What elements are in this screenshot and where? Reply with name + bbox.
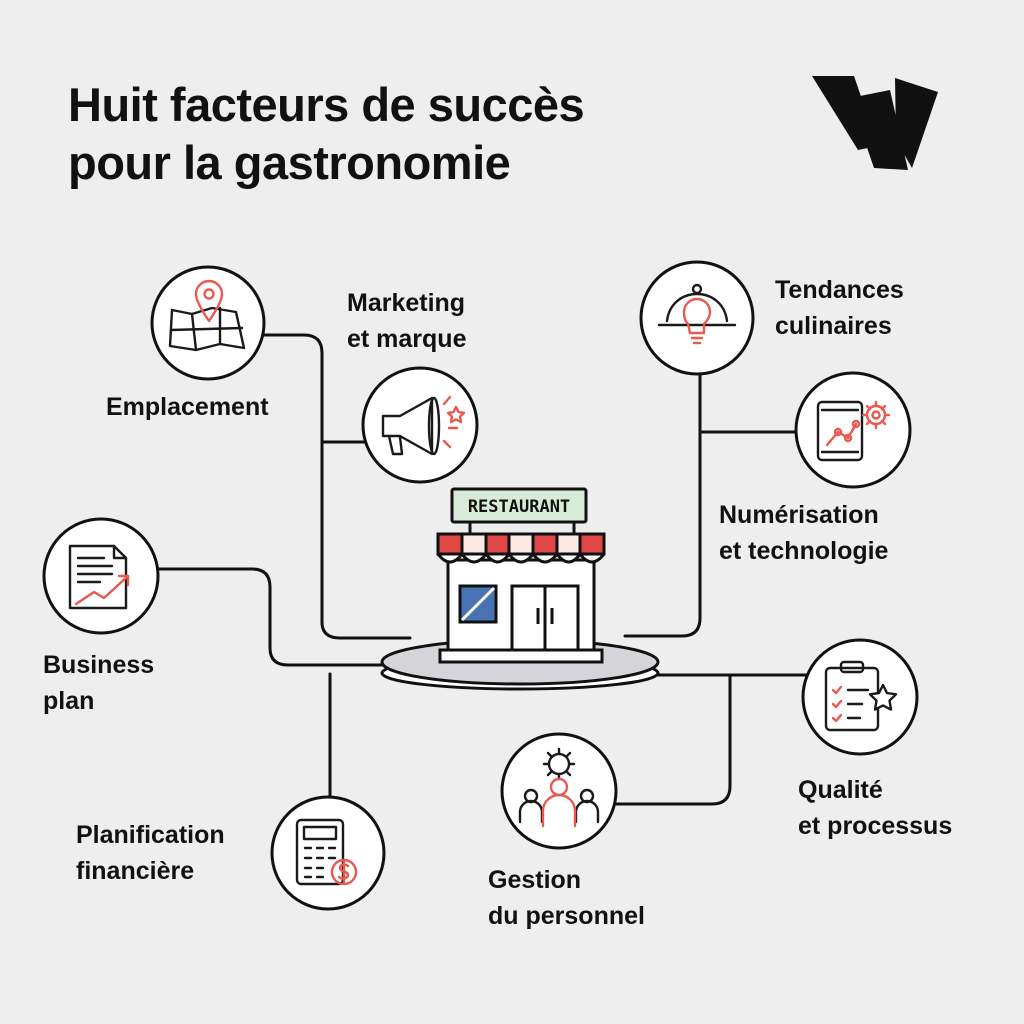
factor-label-emplacement: Emplacement <box>106 393 269 421</box>
connector-lines <box>156 333 808 806</box>
map-pin-icon <box>168 279 246 352</box>
factor-gestion-node <box>500 732 618 850</box>
factor-label-qualite: Qualité et processus <box>798 776 953 840</box>
factor-marketing-node <box>361 366 479 484</box>
tablet-gear-icon <box>816 400 891 462</box>
factor-emplacement-node <box>150 265 266 381</box>
document-chart-icon <box>68 544 130 610</box>
factor-label-numerisation: Numérisation et technologie <box>719 501 889 565</box>
calculator-dollar-icon <box>295 818 358 886</box>
page-title: Huit facteurs de succès pour la gastrono… <box>68 76 585 192</box>
cloche-lightbulb-icon <box>657 283 737 345</box>
restaurant-sign-text: RESTAURANT <box>468 497 570 517</box>
factor-label-marketing: Marketing et marque <box>347 289 467 353</box>
title-line-1: Huit facteurs de succès <box>68 78 585 131</box>
brand-logo <box>812 76 938 170</box>
factor-business-node <box>42 517 160 635</box>
clipboard-star-icon <box>824 660 898 732</box>
factor-label-planification: Planification financière <box>76 821 225 885</box>
megaphone-icon <box>381 395 466 456</box>
factor-label-tendances: Tendances culinaires <box>775 276 904 340</box>
factor-qualite-node <box>801 638 919 756</box>
factor-planification-node <box>270 795 386 911</box>
factor-tendances-node <box>639 260 755 376</box>
factor-numerisation-node <box>794 371 912 489</box>
team-gear-icon <box>518 747 600 828</box>
title-line-2: pour la gastronomie <box>68 136 511 189</box>
factor-label-business: Business plan <box>43 651 155 715</box>
factor-label-gestion: Gestion du personnel <box>488 866 645 930</box>
restaurant-storefront-icon: RESTAURANT <box>436 487 606 664</box>
